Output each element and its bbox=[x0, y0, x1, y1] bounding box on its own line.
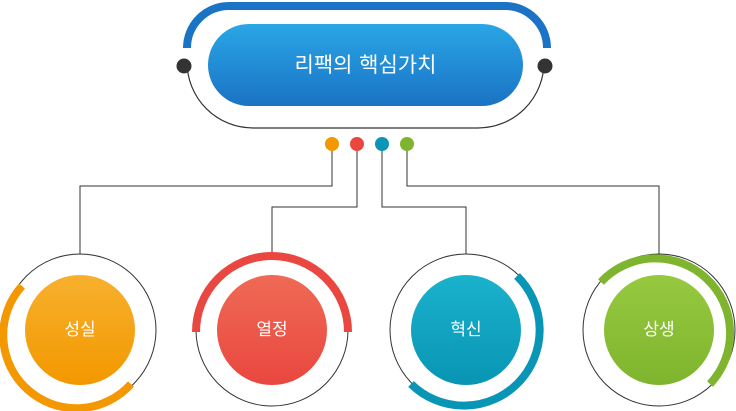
node-0-accent-arc bbox=[0, 283, 134, 411]
node-2-accent-arc bbox=[408, 273, 544, 410]
value-node-0 bbox=[0, 253, 157, 411]
connector-3 bbox=[406, 150, 660, 254]
title-left-dot bbox=[176, 58, 192, 74]
connector-dot-3 bbox=[400, 137, 414, 151]
value-node-2 bbox=[389, 253, 544, 410]
connector-1 bbox=[271, 150, 358, 254]
title-pill bbox=[208, 24, 523, 106]
node-0-circle bbox=[25, 275, 135, 385]
connector-0 bbox=[79, 150, 333, 254]
node-3-accent-arc bbox=[598, 254, 735, 387]
node-1-accent-arc bbox=[192, 252, 352, 333]
connector-dot-0 bbox=[325, 137, 339, 151]
connector-dot-2 bbox=[375, 137, 389, 151]
value-node-1 bbox=[192, 252, 352, 407]
title-frame bbox=[176, 1, 553, 129]
connector-dots bbox=[325, 137, 414, 151]
node-2-circle bbox=[411, 275, 521, 385]
connector-dot-1 bbox=[350, 137, 364, 151]
title-right-dot bbox=[537, 58, 553, 74]
node-3-circle bbox=[604, 275, 714, 385]
title-top-arc bbox=[183, 1, 551, 49]
connector-lines bbox=[79, 150, 660, 254]
title-outer-frame bbox=[186, 61, 545, 129]
node-1-circle bbox=[217, 275, 327, 385]
connector-2 bbox=[381, 150, 467, 254]
node-3-outline bbox=[582, 253, 736, 407]
value-node-3 bbox=[582, 253, 736, 407]
